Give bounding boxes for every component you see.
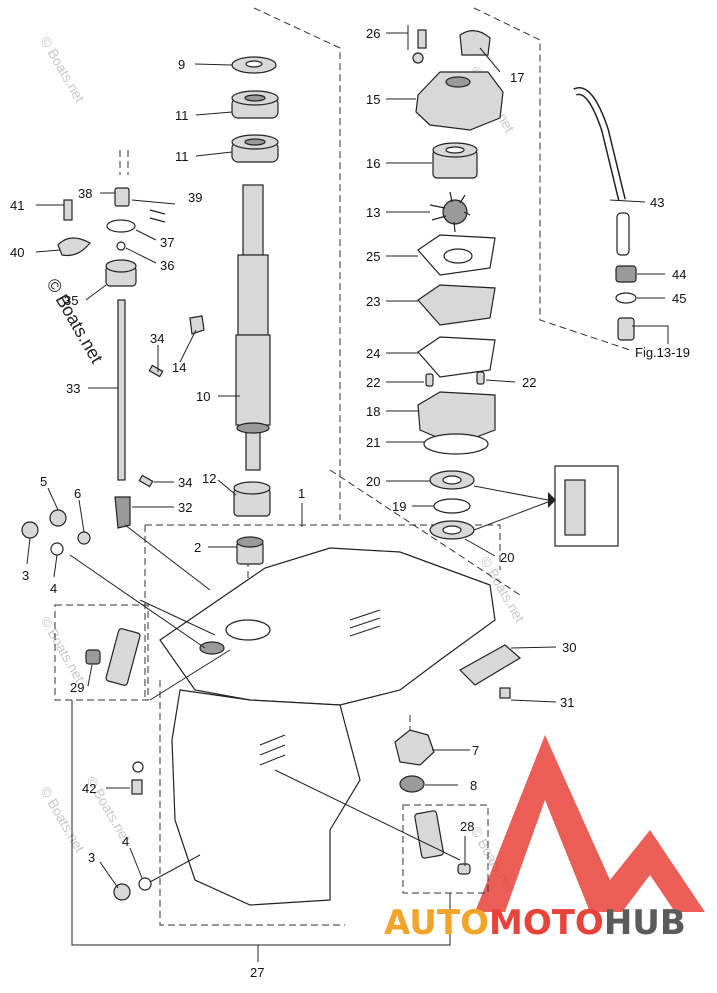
callout-40: 40 — [10, 245, 24, 260]
insert-16 — [432, 142, 478, 179]
watermark-text: © Boats.net — [43, 275, 107, 367]
callout-32: 32 — [178, 500, 192, 515]
pump-housing-15 — [415, 71, 504, 131]
callout-9: 9 — [178, 57, 185, 72]
callout-11-upper: 11 — [175, 108, 189, 123]
needle-bearing-2 — [236, 536, 264, 565]
callout-37: 37 — [160, 235, 174, 250]
callout-42: 42 — [82, 781, 96, 796]
callout-19: 19 — [392, 499, 406, 514]
drive-shaft-10 — [235, 184, 271, 471]
brand-logo-mark — [475, 735, 705, 912]
impeller-13 — [429, 191, 471, 233]
seal-housing-12 — [233, 481, 271, 517]
callout-43: 43 — [650, 195, 664, 210]
callout-36: 36 — [160, 258, 174, 273]
callout-1: 1 — [298, 486, 305, 501]
callout-27: 27 — [250, 965, 264, 980]
callout-3-upper: 3 — [22, 568, 29, 583]
callout-2: 2 — [194, 540, 201, 555]
svg-text:AUTOMOTOHUB: AUTOMOTOHUB — [384, 903, 686, 943]
bushing-35 — [105, 259, 137, 287]
callout-28: 28 — [460, 819, 474, 834]
brand-moto: MOTO — [489, 903, 604, 943]
callout-12: 12 — [202, 471, 216, 486]
callout-45: 45 — [672, 291, 686, 306]
spacer-19 — [433, 498, 471, 514]
callout-29: 29 — [70, 680, 84, 695]
callout-17: 17 — [510, 70, 524, 85]
oil-seal-20-upper — [429, 470, 475, 490]
watermark-text: © Boats.net — [37, 614, 88, 686]
brand-hub: HUB — [604, 903, 686, 943]
callout-7: 7 — [472, 743, 479, 758]
callout-34-lower: 34 — [178, 475, 192, 490]
oil-seal-20-lower — [429, 520, 475, 540]
brand-wordmark: AUTOMOTOHUB — [384, 903, 686, 943]
callout-4-lower: 4 — [122, 834, 129, 849]
brand-auto: AUTO — [384, 903, 489, 943]
callout-11-lower: 11 — [175, 149, 189, 164]
callout-20-lower: 20 — [500, 550, 514, 565]
callout-10: 10 — [196, 389, 210, 404]
callout-4-upper: 4 — [50, 581, 57, 596]
callout-21: 21 — [366, 435, 380, 450]
callout-15: 15 — [366, 92, 380, 107]
callout-6: 6 — [74, 486, 81, 501]
pump-base-18 — [417, 391, 496, 446]
callout-26: 26 — [366, 26, 380, 41]
lower-casing-1 — [159, 547, 496, 906]
callout-13: 13 — [366, 205, 380, 220]
callout-23: 23 — [366, 294, 380, 309]
callout-39: 39 — [188, 190, 202, 205]
callout-16: 16 — [366, 156, 380, 171]
callout-34-upper: 34 — [150, 331, 164, 346]
grommet-44 — [615, 265, 637, 283]
callout-35: 35 — [64, 293, 78, 308]
callout-38: 38 — [78, 186, 92, 201]
callout-41: 41 — [10, 198, 24, 213]
callout-44: 44 — [672, 267, 686, 282]
callout-18: 18 — [366, 404, 380, 419]
callout-8: 8 — [470, 778, 477, 793]
callout-30: 30 — [562, 640, 576, 655]
callout-5: 5 — [40, 474, 47, 489]
callout-24: 24 — [366, 346, 380, 361]
bearing-11-lower — [231, 134, 279, 163]
callout-3-lower: 3 — [88, 850, 95, 865]
callout-22-right: 22 — [522, 375, 536, 390]
watermark-text: © Boats.net — [37, 34, 88, 106]
callout-20-upper: 20 — [366, 474, 380, 489]
bearing-11-upper — [231, 90, 279, 119]
watermark-text: © Boats.net — [37, 784, 88, 856]
leader-lines — [26, 25, 669, 889]
callout-14: 14 — [172, 360, 186, 375]
callout-fig-13-19: Fig.13-19 — [635, 345, 690, 360]
callout-labels: 9 11 11 26 17 15 16 13 25 23 24 22 22 18… — [10, 26, 690, 980]
callout-22-left: 22 — [366, 375, 380, 390]
callout-25: 25 — [366, 249, 380, 264]
callout-31: 31 — [560, 695, 574, 710]
callout-33: 33 — [66, 381, 80, 396]
